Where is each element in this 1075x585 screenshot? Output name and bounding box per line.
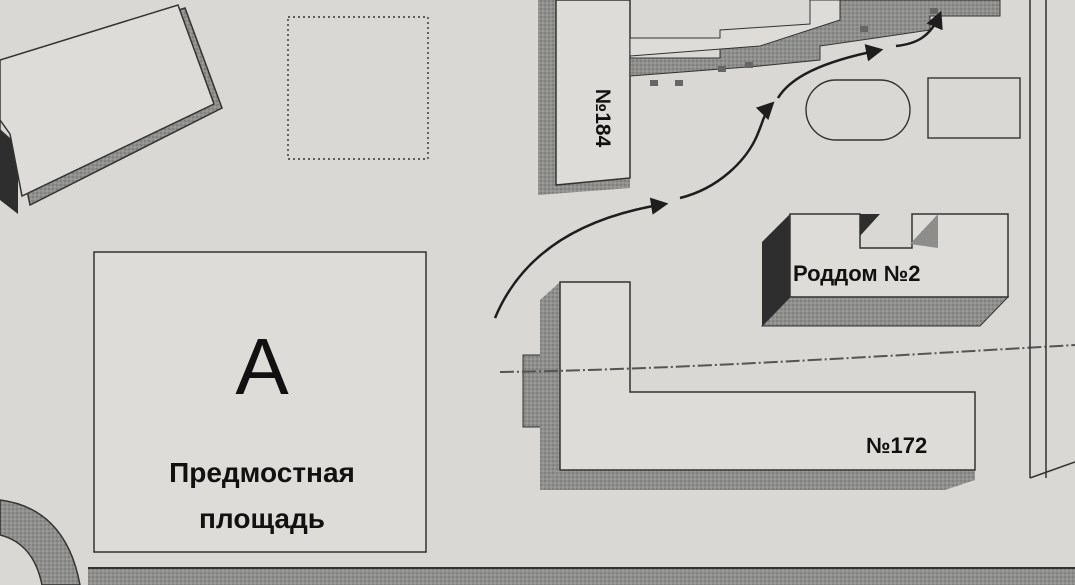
bottom-road — [88, 568, 1075, 585]
square-block — [93, 251, 427, 553]
ink-streak — [499, 344, 1075, 373]
building-top-left — [0, 4, 223, 214]
route-arrow-1 — [493, 197, 669, 319]
right-border-line-3 — [1029, 461, 1075, 479]
square-name-line-2: площадь — [199, 503, 325, 534]
label-maternity: Роддом №2 — [793, 261, 921, 286]
oval-plot — [805, 79, 911, 141]
label-building-184: №184 — [591, 89, 614, 148]
building-maternity — [760, 213, 1010, 327]
route-arrow-4 — [895, 10, 943, 48]
dotted-plot — [287, 16, 429, 160]
square-letter: А — [235, 322, 289, 411]
label-building-172: №172 — [866, 433, 927, 458]
route-path — [493, 10, 943, 319]
building-184 — [538, 0, 1001, 195]
route-arrow-2 — [679, 101, 775, 200]
route-arrow-3 — [776, 44, 884, 99]
square-name-line-1: Предмостная — [169, 457, 355, 488]
building-172 — [522, 281, 976, 490]
rect-plot — [927, 77, 1021, 139]
